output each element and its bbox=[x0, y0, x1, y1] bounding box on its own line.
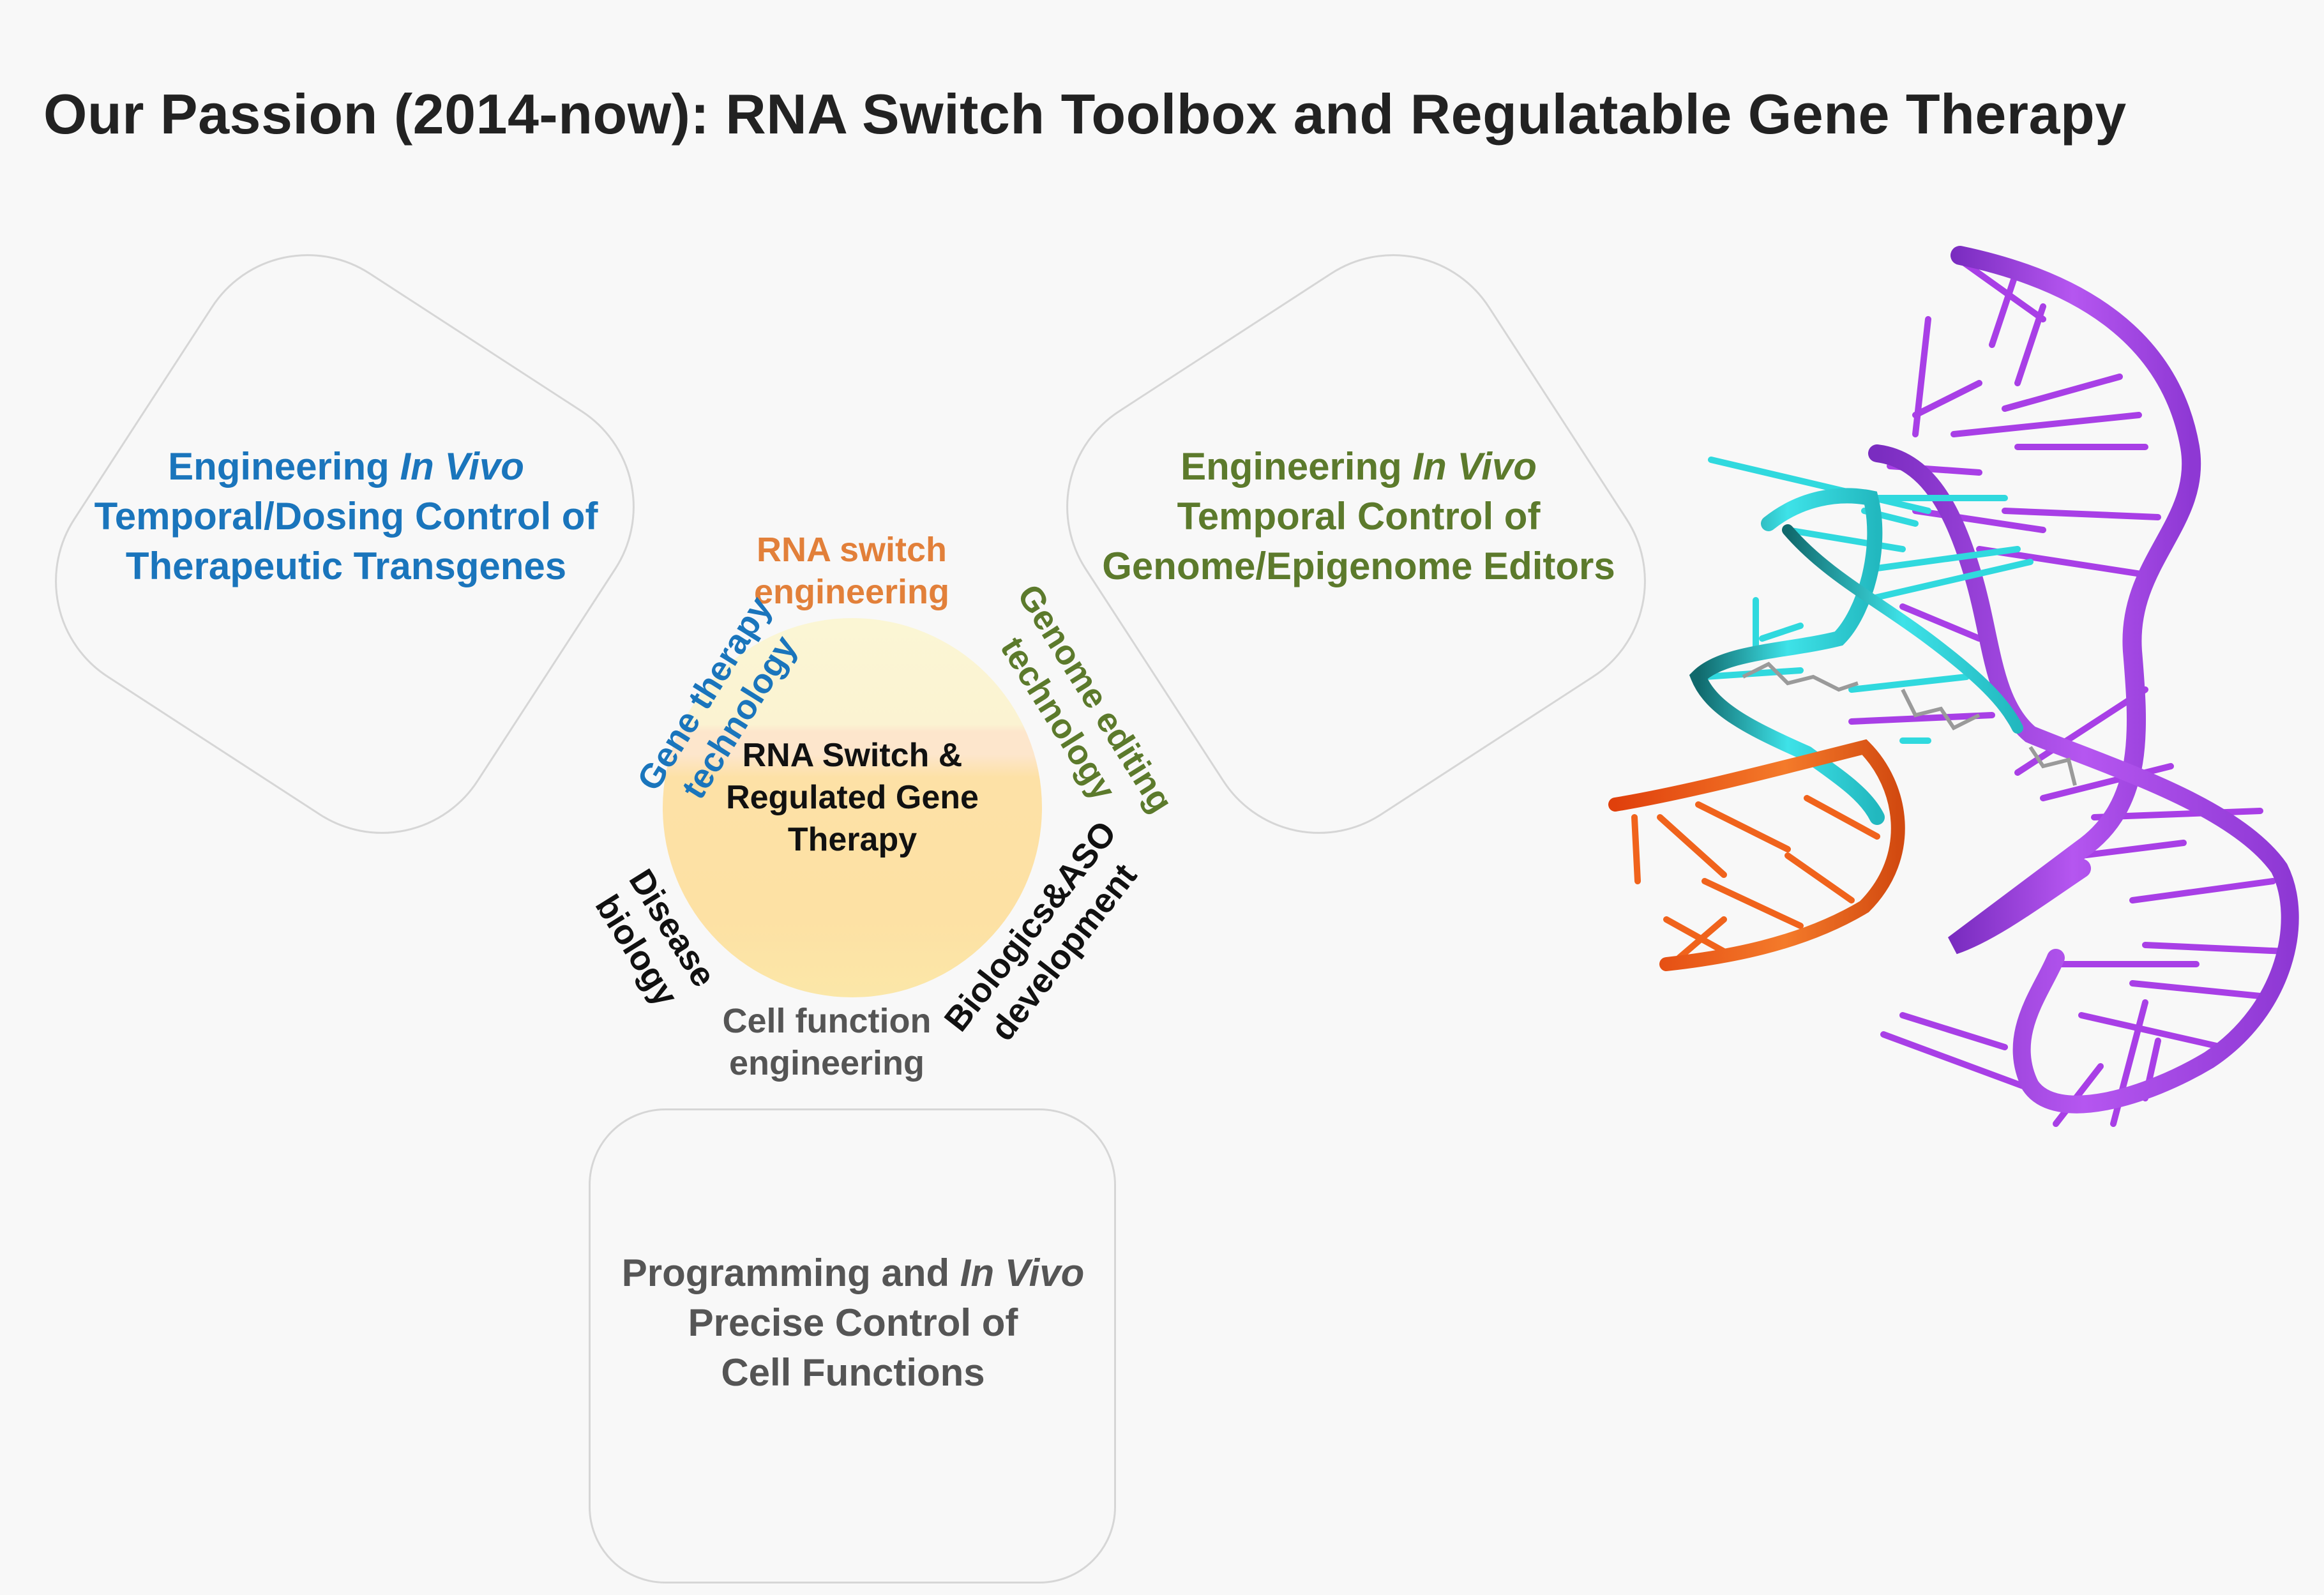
box-bottom-line1b: In Vivo bbox=[960, 1251, 1085, 1294]
box-bottom-line1a: Programming and bbox=[621, 1251, 960, 1294]
ligand-sticks bbox=[1742, 661, 2077, 786]
box-bottom-line2: Precise Control of bbox=[688, 1301, 1018, 1344]
rna-structure-illustration bbox=[1608, 246, 2299, 1127]
page-title: Our Passion (2014-now): RNA Switch Toolb… bbox=[43, 82, 2127, 146]
box-right-line3: Genome/Epigenome Editors bbox=[1102, 545, 1615, 587]
box-left-line2: Temporal/Dosing Control of bbox=[94, 495, 598, 538]
center-line-3: Therapy bbox=[787, 821, 917, 858]
purple-backbone-2 bbox=[1868, 444, 2299, 1114]
label-rna-switch-line2: engineering bbox=[753, 573, 950, 611]
cyan-backbone bbox=[1689, 488, 1885, 825]
box-right-line2: Temporal Control of bbox=[1177, 495, 1541, 538]
box-right-line1b: In Vivo bbox=[1412, 445, 1537, 488]
box-cell-functions-text: Programming and In Vivo Precise Control … bbox=[622, 1248, 1085, 1398]
label-cell-function-engineering: Cell function engineering bbox=[723, 1000, 932, 1084]
center-circle bbox=[663, 618, 1042, 997]
center-line-1: RNA Switch & bbox=[742, 737, 963, 774]
center-circle-text: RNA Switch & Regulated Gene Therapy bbox=[726, 734, 979, 861]
box-left-line3: Therapeutic Transgenes bbox=[125, 545, 567, 587]
box-left-line1b: In Vivo bbox=[400, 445, 524, 488]
label-cell-function-line1: Cell function bbox=[722, 1002, 932, 1040]
center-line-2: Regulated Gene bbox=[726, 779, 979, 816]
orange-backbone bbox=[1608, 739, 1905, 971]
cyan-strand bbox=[1701, 457, 2033, 744]
purple-strand bbox=[1848, 252, 2289, 1127]
box-cell-functions-outline bbox=[589, 1108, 1116, 1584]
label-rna-switch-line1: RNA switch bbox=[756, 531, 947, 569]
box-genome-editing-text: Engineering In Vivo Temporal Control of … bbox=[1102, 442, 1615, 591]
box-left-line1a: Engineering bbox=[168, 445, 400, 488]
orange-strand bbox=[1631, 795, 1880, 961]
cyan-backbone-2 bbox=[1782, 524, 2023, 734]
label-cell-function-line2: engineering bbox=[728, 1044, 925, 1082]
box-gene-therapy-text: Engineering In Vivo Temporal/Dosing Cont… bbox=[94, 442, 598, 591]
box-bottom-line3: Cell Functions bbox=[721, 1351, 985, 1394]
box-right-line1a: Engineering bbox=[1181, 445, 1413, 488]
label-rna-switch-engineering: RNA switch engineering bbox=[754, 529, 949, 613]
purple-backbone bbox=[1948, 246, 2201, 955]
